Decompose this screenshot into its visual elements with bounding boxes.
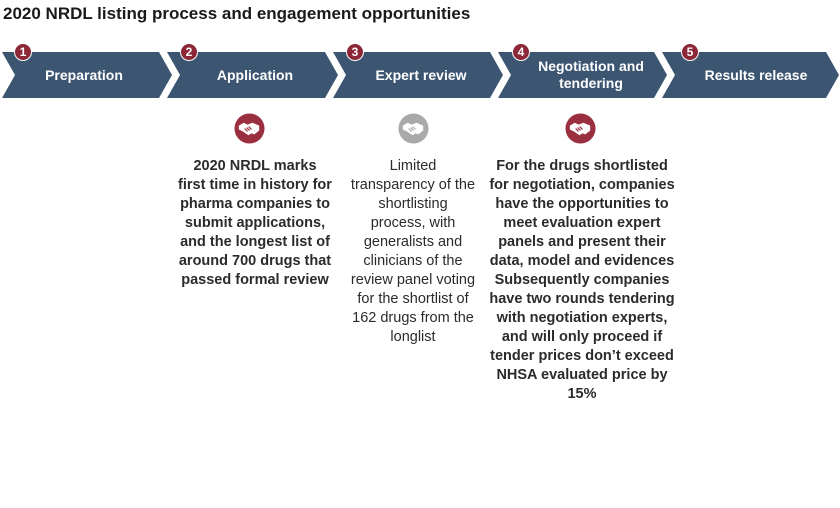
step-2-chevron bbox=[167, 52, 338, 98]
step-3-number: 3 bbox=[346, 43, 364, 61]
step-3-label: Expert review bbox=[375, 66, 467, 83]
step-4-label: Negotiation and tendering bbox=[538, 58, 644, 91]
step-2-number: 2 bbox=[180, 43, 198, 61]
handshake-icon bbox=[565, 113, 596, 144]
step-1-chevron bbox=[2, 52, 172, 98]
handshake-icon bbox=[234, 113, 265, 144]
step-4-number: 4 bbox=[512, 43, 530, 61]
step-2-label: Application bbox=[216, 66, 294, 83]
step-3-chevron bbox=[333, 52, 503, 98]
step-5-chevron bbox=[662, 52, 839, 98]
application-description: 2020 NRDL marks first time in history fo… bbox=[178, 158, 332, 288]
step-1-number: 1 bbox=[14, 43, 32, 61]
handshake-icon bbox=[398, 113, 429, 144]
step-5-label: Results release bbox=[704, 66, 808, 83]
expert-review-description: Limited transparency of the shortlisting… bbox=[350, 158, 476, 345]
process-step-bar bbox=[2, 52, 839, 98]
step-4-chevron bbox=[498, 52, 667, 98]
step-1-label: Preparation bbox=[45, 66, 123, 83]
negotiation-description: For the drugs shortlisted for negotiatio… bbox=[489, 158, 675, 402]
diagram-title: 2020 NRDL listing process and engagement… bbox=[3, 4, 471, 23]
step-5-number: 5 bbox=[681, 43, 699, 61]
